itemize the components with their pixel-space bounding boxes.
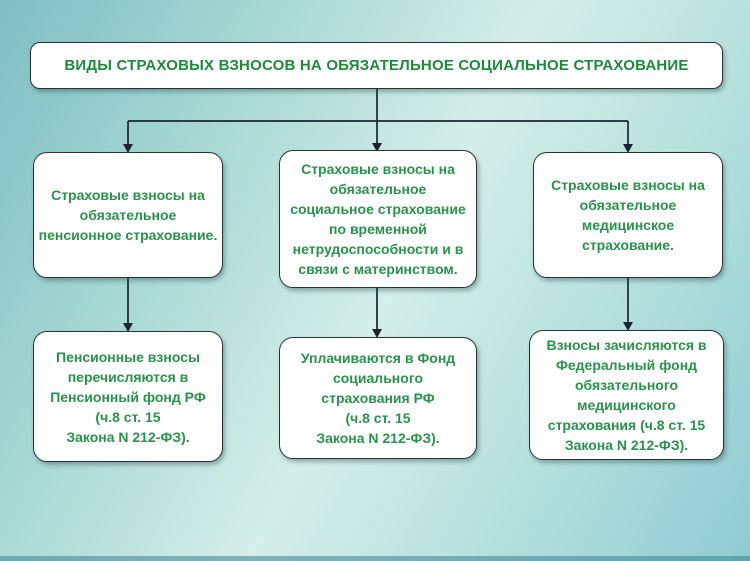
type-box-pension: Страховые взносы на обязательное пенсион… bbox=[33, 152, 223, 278]
fund-box-pension: Пенсионные взносы перечисляются в Пенсио… bbox=[33, 331, 223, 462]
type-box-social: Страховые взносы на обязательное социаль… bbox=[279, 150, 477, 288]
type-box-pension-label: Страховые взносы на обязательное пенсион… bbox=[38, 187, 218, 243]
fund-box-social-label: Уплачиваются в Фонд социального страхова… bbox=[300, 350, 456, 446]
page-title: ВИДЫ СТРАХОВЫХ ВЗНОСОВ НА ОБЯЗАТЕЛЬНОЕ С… bbox=[64, 57, 689, 74]
fund-box-medical: Взносы зачисляются в Федеральный фонд об… bbox=[529, 330, 724, 460]
fund-box-medical-label: Взносы зачисляются в Федеральный фонд об… bbox=[546, 337, 707, 453]
fund-box-social: Уплачиваются в Фонд социального страхова… bbox=[279, 337, 477, 459]
title-box: ВИДЫ СТРАХОВЫХ ВЗНОСОВ НА ОБЯЗАТЕЛЬНОЕ С… bbox=[30, 42, 723, 89]
type-box-social-label: Страховые взносы на обязательное социаль… bbox=[290, 161, 466, 277]
fund-box-pension-label: Пенсионные взносы перечисляются в Пенсио… bbox=[50, 348, 206, 445]
bottom-edge-strip bbox=[0, 556, 750, 561]
type-box-medical: Страховые взносы на обязательное медицин… bbox=[533, 152, 723, 278]
type-box-medical-label: Страховые взносы на обязательное медицин… bbox=[551, 177, 705, 253]
